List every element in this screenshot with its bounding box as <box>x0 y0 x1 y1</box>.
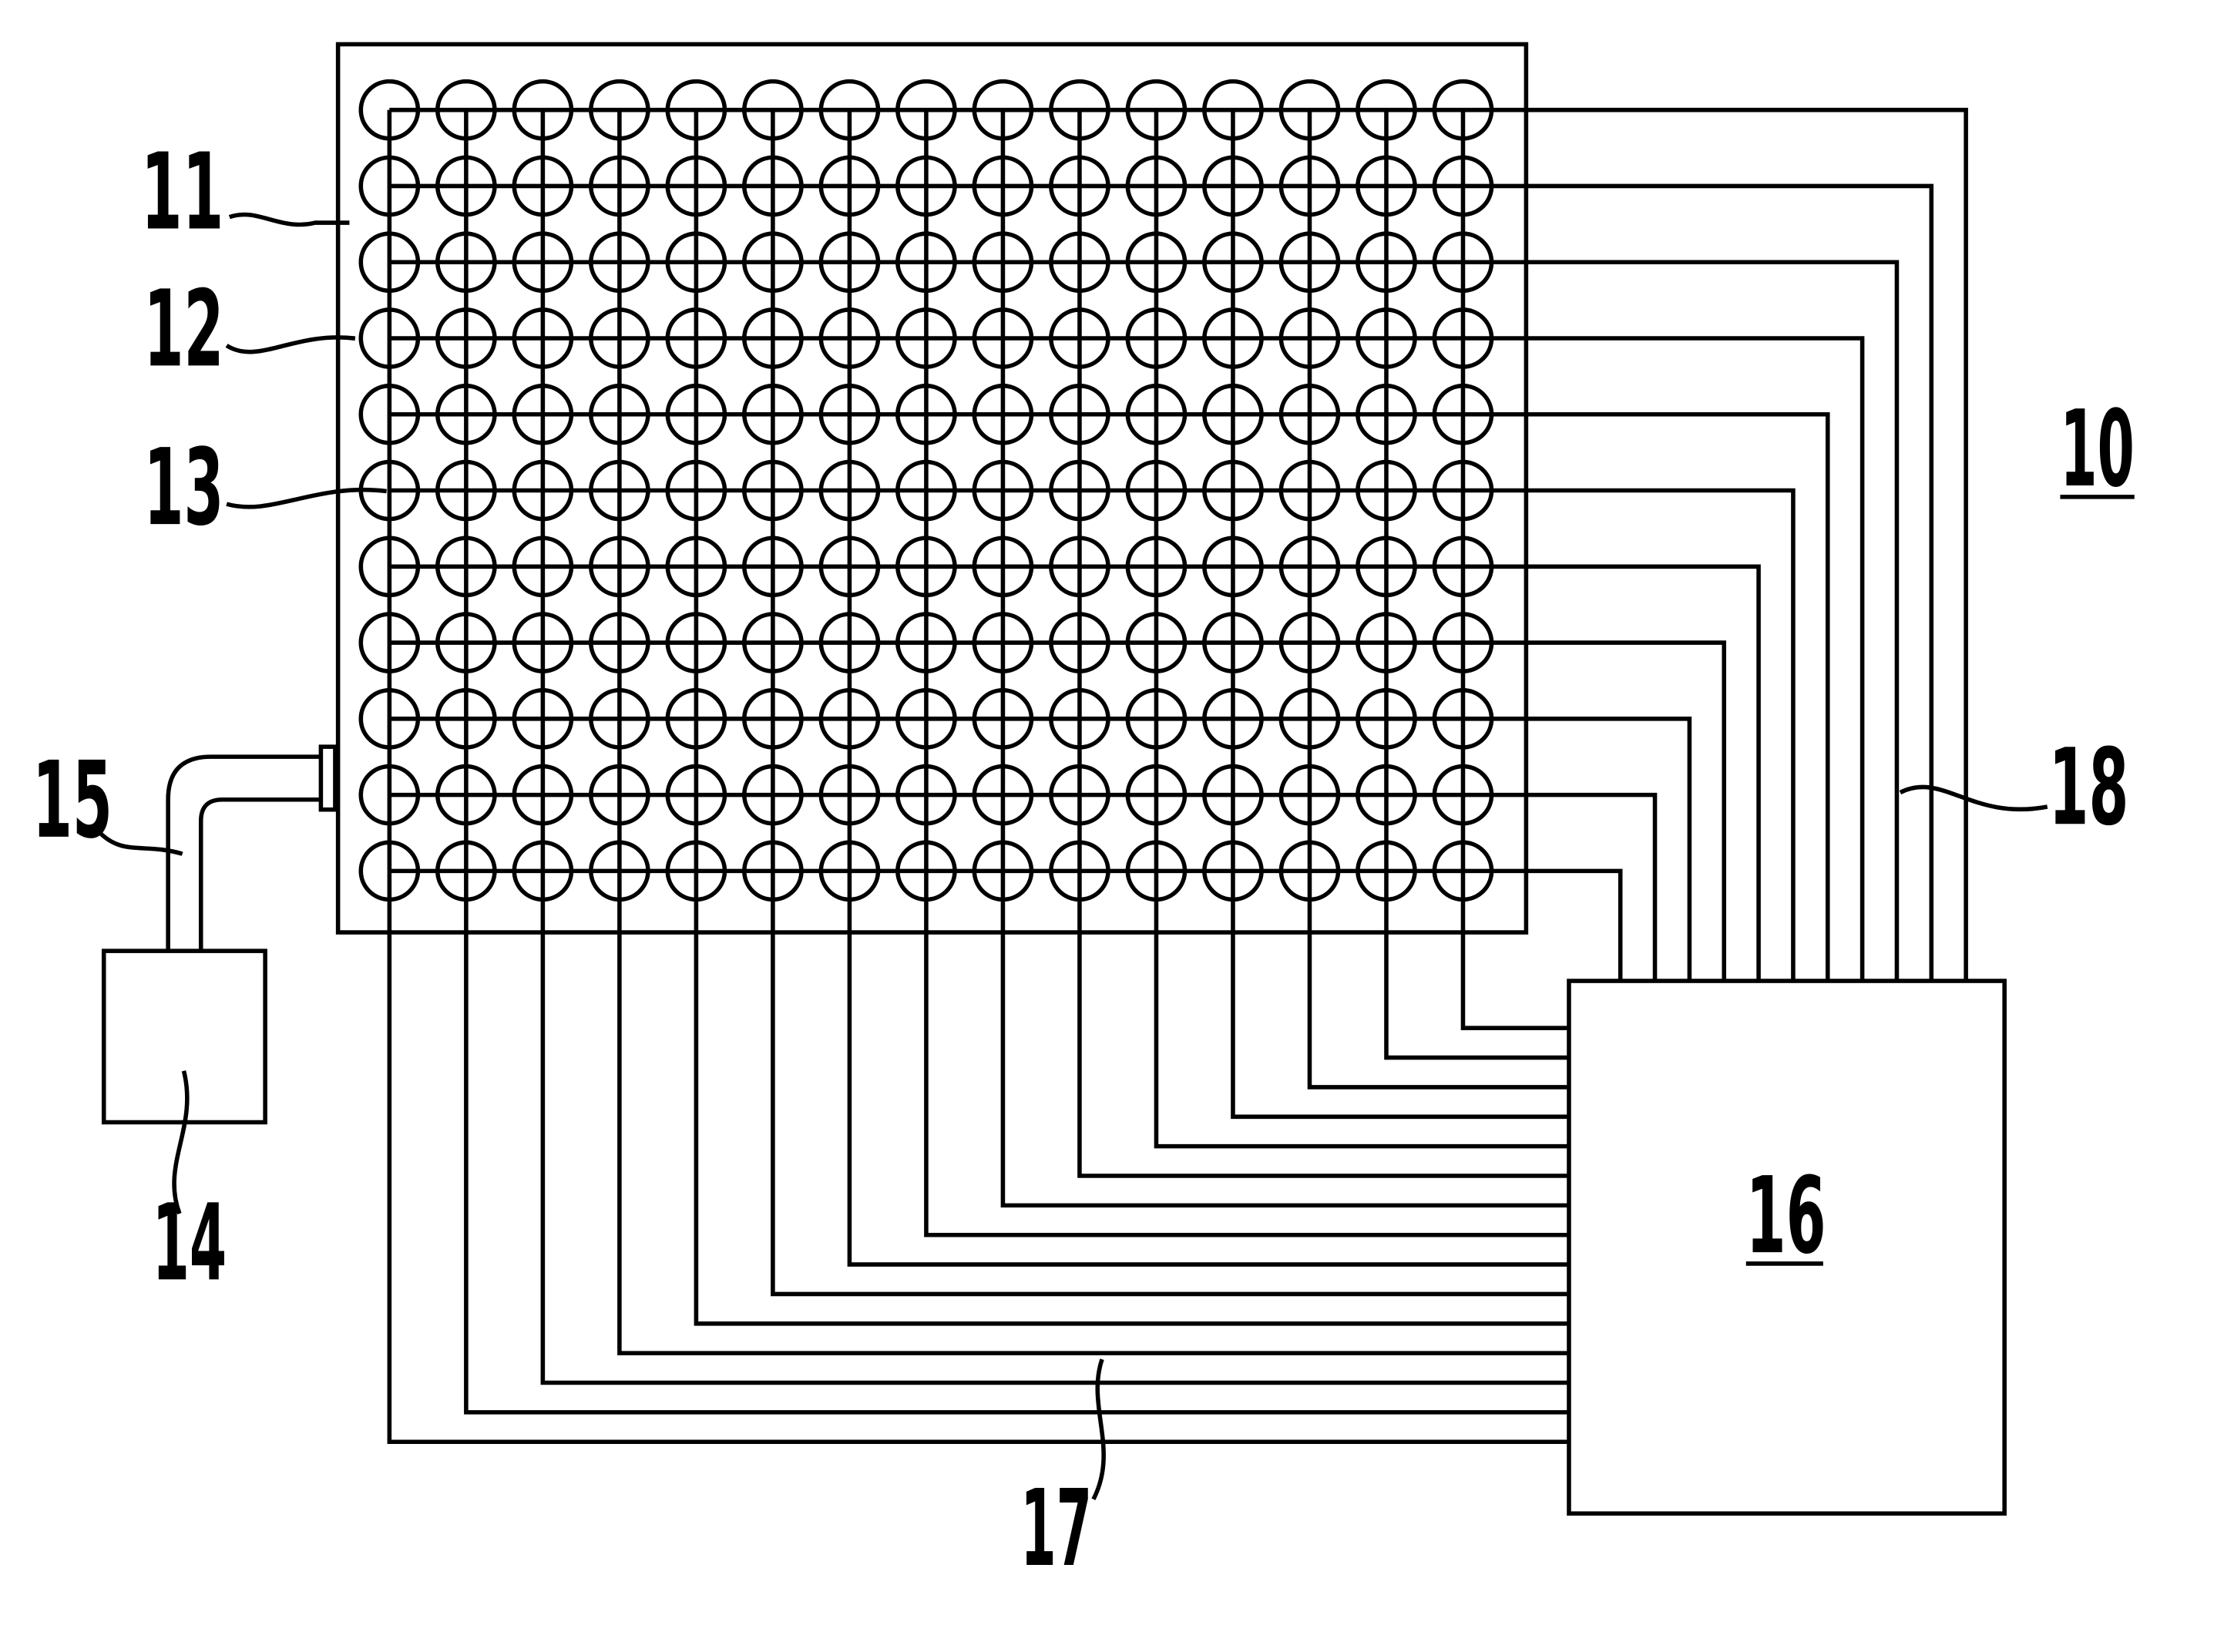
label-electrode-grid: 13 <box>144 427 224 549</box>
row-lead <box>1463 795 1655 981</box>
row-lead <box>1463 110 1966 981</box>
label-controller: 16 <box>1746 1155 1826 1278</box>
column-lead <box>1233 871 1569 1116</box>
leader-row-leads <box>1900 787 2048 809</box>
row-lead <box>1463 491 1792 982</box>
row-lead <box>1463 415 1827 981</box>
column-lead <box>466 871 1569 1412</box>
column-lead <box>696 871 1569 1323</box>
label-column-leads: 17 <box>1020 1468 1092 1590</box>
column-lead <box>389 871 1569 1442</box>
row-lead <box>1463 338 1862 981</box>
conduit-fitting <box>321 747 335 810</box>
label-conduit: 15 <box>32 740 113 862</box>
conduit-inner <box>201 800 321 951</box>
label-system: 10 <box>2060 388 2134 511</box>
column-lead <box>1309 871 1569 1087</box>
column-lead <box>926 871 1569 1234</box>
label-source-unit: 14 <box>153 1182 227 1304</box>
leader-plate <box>230 214 350 224</box>
column-lead <box>1003 871 1569 1205</box>
row-lead <box>1463 566 1759 981</box>
column-lead <box>1080 871 1569 1176</box>
electrode-grid <box>361 82 1491 900</box>
column-lead <box>620 871 1569 1353</box>
label-row-leads: 18 <box>2049 727 2129 849</box>
conduit-outer <box>168 757 321 951</box>
row-lead <box>1463 643 1724 981</box>
leader-column-leads <box>1094 1359 1104 1499</box>
source-unit-box <box>104 951 265 1122</box>
label-plate: 11 <box>141 131 223 254</box>
label-well: 12 <box>144 268 224 391</box>
column-lead <box>1156 871 1569 1146</box>
